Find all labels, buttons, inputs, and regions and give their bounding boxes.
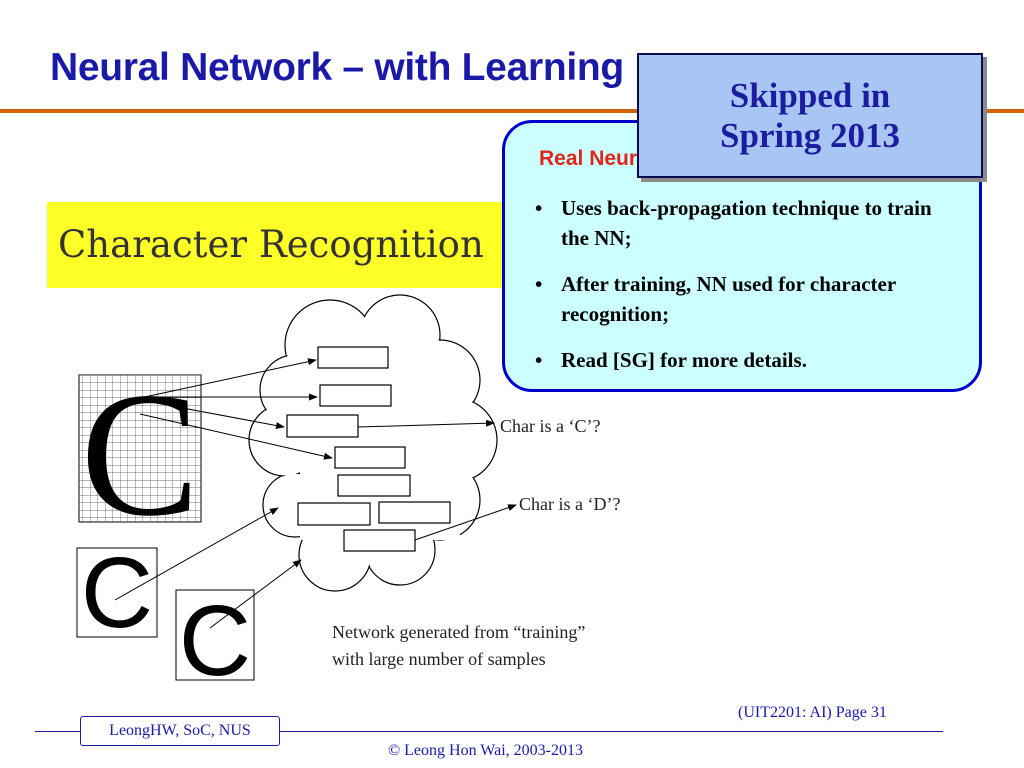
small-c-box-1 [76,547,158,638]
callout-bullet-list: Uses back-propagation technique to train… [532,193,962,391]
network-nodes [286,346,451,552]
skipped-note-box: Skipped in Spring 2013 [637,53,983,178]
node-5 [337,474,411,497]
small-c-letter-1: C [81,537,153,649]
small-c-letter-2: C [179,585,251,697]
node-8 [343,529,416,552]
output-arrows [357,419,517,541]
node-3 [286,414,359,438]
node-7 [378,501,451,524]
footer-rule [35,731,943,732]
callout-bullet: Read [SG] for more details. [532,345,962,375]
character-recognition-banner [47,202,517,288]
node-6 [297,502,371,526]
skipped-line-1: Skipped in [729,75,891,115]
footer-author: LeongHW, SoC, NUS [80,716,280,746]
callout-bullet: Uses back-propagation technique to train… [532,193,962,253]
caption-line-1: Network generated from “training” [332,622,585,642]
slide-title: Neural Network – with Learning [50,46,624,89]
title-underline [0,109,1024,113]
skipped-line-2: Spring 2013 [720,115,900,155]
node-4 [334,446,406,469]
large-c-letter: C [81,355,200,553]
input-arrows [114,358,333,629]
page-reference: (UIT2201: AI) Page 31 [738,704,887,721]
output-label-c: Char is a ‘C’? [500,416,600,436]
callout-bullet: After training, NN used for character re… [532,269,962,329]
banner-text: Character Recognition [58,223,484,266]
copyright-notice: © Leong Hon Wai, 2003-2013 [388,742,583,759]
node-1 [317,346,389,369]
node-2 [319,384,392,407]
caption-line-2: with large number of samples [332,649,546,669]
output-label-d: Char is a ‘D’? [519,494,620,514]
